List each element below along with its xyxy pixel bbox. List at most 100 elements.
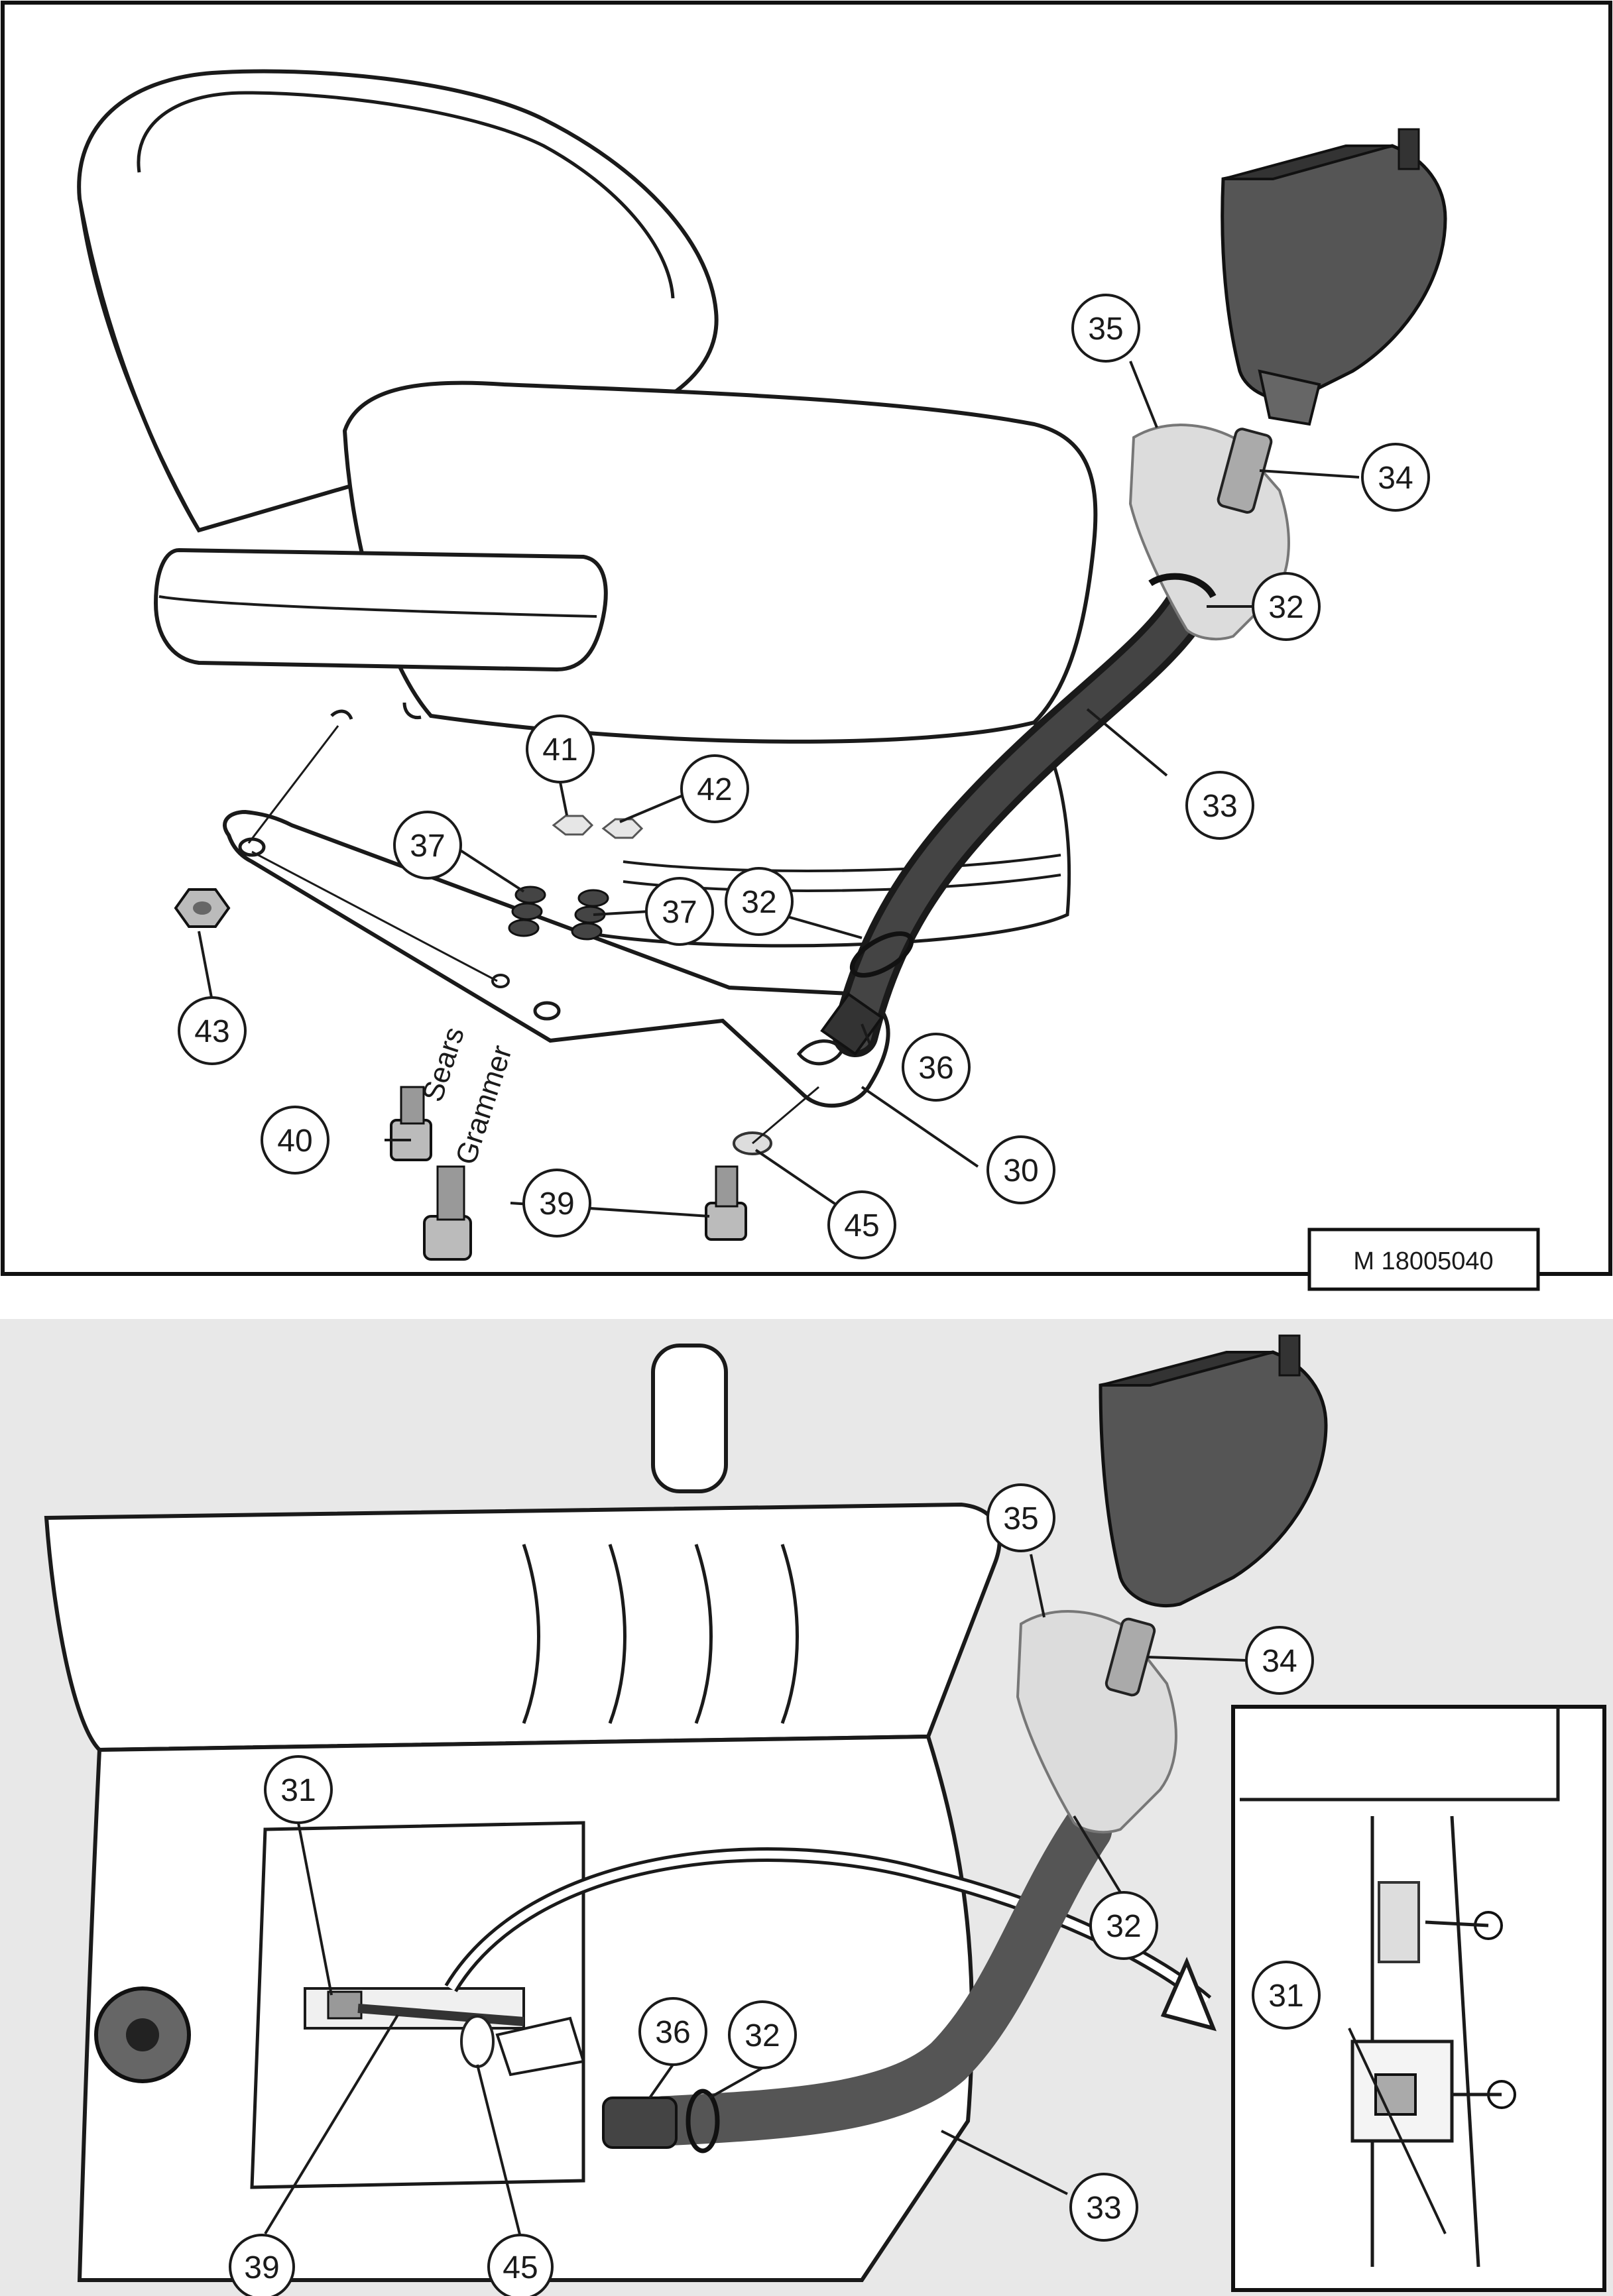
callout-top-45: 45 bbox=[827, 1190, 896, 1259]
svg-text:33: 33 bbox=[1202, 789, 1237, 824]
callout-bottom-39: 39 bbox=[229, 2234, 295, 2296]
callout-top-33: 33 bbox=[1185, 771, 1254, 840]
svg-text:30: 30 bbox=[1003, 1153, 1038, 1188]
callout-top-35: 35 bbox=[1071, 294, 1140, 363]
armrest-top bbox=[158, 595, 597, 618]
seat-back-inner bbox=[137, 91, 675, 299]
callouts-bottom-leaders bbox=[264, 1554, 1447, 2238]
knob-stud bbox=[1398, 128, 1420, 170]
callout-top-36: 36 bbox=[902, 1033, 971, 1102]
clamp-32-lower bbox=[849, 931, 914, 978]
nut-41 bbox=[552, 815, 594, 836]
nut-42 bbox=[601, 818, 644, 839]
clamp-32-bottom bbox=[686, 2089, 720, 2153]
svg-text:45: 45 bbox=[844, 1208, 879, 1243]
top-panel: Sears Grammer bbox=[1, 1, 1612, 1276]
svg-text:34: 34 bbox=[1262, 1644, 1297, 1679]
latch-plate bbox=[495, 2016, 585, 2077]
svg-text:43: 43 bbox=[194, 1014, 229, 1049]
fitting-36-bottom bbox=[602, 2096, 678, 2149]
bracket-hole-mid bbox=[491, 974, 510, 988]
callout-bottom-32b: 32 bbox=[728, 2000, 797, 2069]
seat-hole-right bbox=[402, 702, 422, 720]
detail-inset bbox=[1231, 1705, 1606, 2292]
callout-bottom-34: 34 bbox=[1245, 1626, 1314, 1695]
svg-text:39: 39 bbox=[244, 2250, 279, 2285]
callout-bottom-31b: 31 bbox=[1252, 1961, 1321, 2030]
callout-bottom-45: 45 bbox=[487, 2234, 554, 2296]
callout-bottom-35: 35 bbox=[986, 1483, 1055, 1552]
coupling-34-bottom bbox=[1105, 1617, 1156, 1697]
bolt-39-short bbox=[705, 1165, 747, 1241]
callout-top-30: 30 bbox=[986, 1135, 1055, 1204]
reference-box: M 18005040 bbox=[1307, 1228, 1540, 1291]
align-line-3 bbox=[752, 1086, 819, 1145]
control-knob bbox=[1221, 144, 1447, 402]
svg-text:42: 42 bbox=[697, 772, 732, 807]
bottom-panel bbox=[0, 1319, 1613, 2296]
console-top bbox=[44, 1502, 1002, 1752]
callout-bottom-31a: 31 bbox=[264, 1755, 333, 1824]
svg-text:36: 36 bbox=[918, 1051, 953, 1086]
align-line-1 bbox=[247, 725, 339, 844]
svg-text:34: 34 bbox=[1378, 461, 1413, 496]
seat-hole-left bbox=[330, 709, 353, 720]
callout-top-39: 39 bbox=[522, 1169, 591, 1237]
svg-text:41: 41 bbox=[542, 732, 577, 768]
mounting-bracket bbox=[223, 809, 890, 1108]
svg-text:37: 37 bbox=[662, 895, 697, 930]
callout-top-34: 34 bbox=[1361, 443, 1430, 512]
console-panel bbox=[250, 1821, 585, 2189]
svg-text:45: 45 bbox=[503, 2250, 538, 2285]
callout-bottom-36: 36 bbox=[638, 1997, 707, 2066]
control-knob-top bbox=[1223, 144, 1393, 180]
callout-top-43: 43 bbox=[178, 996, 247, 1065]
nut-43 bbox=[174, 888, 231, 928]
svg-text:35: 35 bbox=[1003, 1501, 1038, 1536]
svg-text:36: 36 bbox=[655, 2015, 690, 2050]
svg-text:40: 40 bbox=[277, 1123, 312, 1159]
svg-text:35: 35 bbox=[1088, 312, 1123, 347]
align-line-2 bbox=[251, 850, 498, 982]
fitting-36 bbox=[820, 992, 884, 1056]
svg-text:32: 32 bbox=[1106, 1909, 1141, 1944]
clamp-32-upper bbox=[1148, 573, 1217, 599]
lever-knob bbox=[651, 1344, 728, 1493]
arrow-head bbox=[1160, 1957, 1217, 2032]
control-knob-bottom bbox=[1099, 1350, 1328, 1608]
svg-text:32: 32 bbox=[741, 885, 776, 920]
callout-bottom-33: 33 bbox=[1069, 2173, 1138, 2242]
console-slats bbox=[522, 1544, 799, 1724]
callout-top-32b: 32 bbox=[725, 867, 794, 936]
svg-text:32: 32 bbox=[1268, 590, 1303, 625]
svg-text:37: 37 bbox=[410, 829, 445, 864]
console-body bbox=[77, 1734, 975, 2282]
svg-text:32: 32 bbox=[745, 2018, 780, 2053]
hose-33-bottom bbox=[638, 1804, 1112, 2146]
callout-top-37a: 37 bbox=[393, 811, 462, 880]
callout-top-42: 42 bbox=[680, 754, 749, 823]
bushings-left bbox=[508, 886, 546, 937]
callout-bottom-32a: 32 bbox=[1089, 1891, 1158, 1960]
bracket-hole-right bbox=[533, 1001, 561, 1021]
callout-top-32a: 32 bbox=[1252, 572, 1321, 641]
svg-text:33: 33 bbox=[1086, 2191, 1121, 2226]
washer-45-bottom bbox=[460, 2015, 495, 2068]
seat-cushion-lower bbox=[623, 854, 1061, 872]
callout-top-41: 41 bbox=[526, 715, 595, 783]
callout-top-37b: 37 bbox=[645, 877, 714, 946]
svg-text:39: 39 bbox=[539, 1186, 574, 1222]
coupling-34 bbox=[1217, 428, 1273, 514]
knob-neck bbox=[1258, 369, 1321, 426]
bolt-39-long bbox=[423, 1165, 472, 1261]
seat-back-side bbox=[78, 198, 201, 532]
svg-text:31: 31 bbox=[1268, 1979, 1303, 2014]
seat-cushion-front bbox=[596, 721, 1071, 948]
slot-nut bbox=[327, 1990, 363, 2020]
threaded-rod-39 bbox=[357, 2004, 524, 2026]
svg-text:31: 31 bbox=[280, 1773, 316, 1808]
callout-top-40: 40 bbox=[261, 1106, 329, 1175]
reference-number: M 18005040 bbox=[1353, 1247, 1493, 1275]
hose-33-highlight bbox=[839, 580, 1210, 1051]
